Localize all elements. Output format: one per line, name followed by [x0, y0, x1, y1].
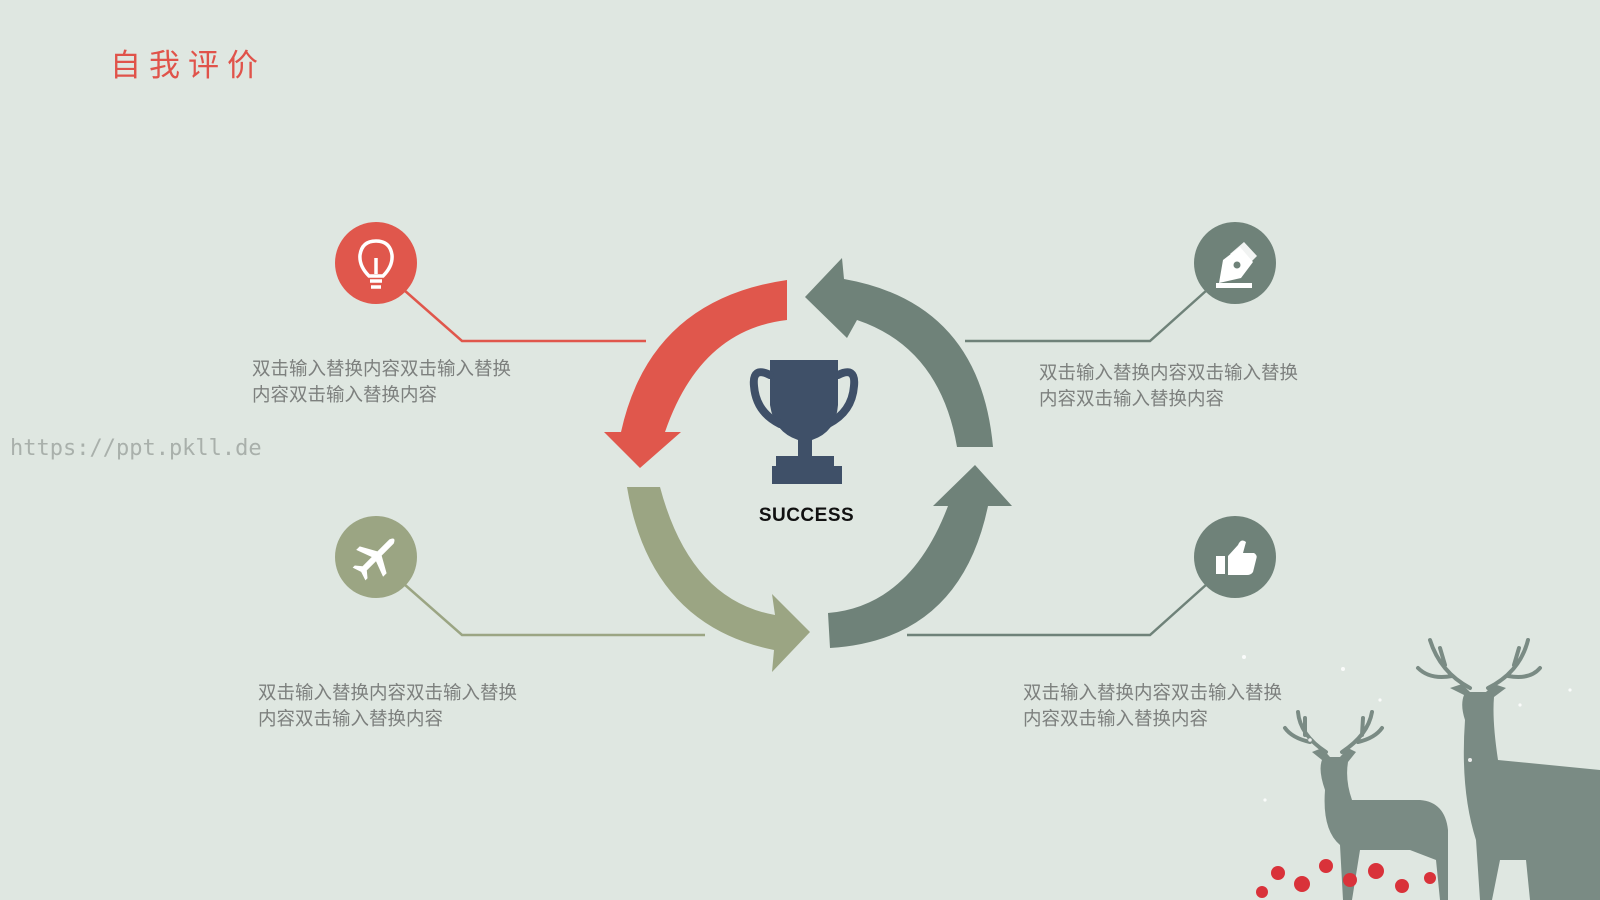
connector-bottom-right — [907, 583, 1208, 637]
snow-decoration — [1242, 655, 1572, 802]
icon-circle-bottom-left — [335, 516, 417, 598]
connector-top-right — [965, 289, 1208, 343]
item-text-bottom-right: 双击输入替换内容双击输入替换内容双击输入替换内容 — [1023, 683, 1283, 730]
item-text-bottom-left: 双击输入替换内容双击输入替换内容双击输入替换内容 — [258, 683, 518, 730]
icon-circle-bottom-right — [1194, 516, 1276, 598]
icon-circle-top-right — [1194, 222, 1276, 304]
arrow-sage-lower — [828, 465, 1012, 648]
lightbulb-icon — [358, 239, 394, 289]
trophy-icon — [749, 360, 859, 484]
arrow-red — [604, 280, 787, 468]
page-title: 自我评价 — [110, 48, 266, 84]
thumbs-up-icon — [1216, 540, 1257, 575]
center-label: SUCCESS — [758, 505, 855, 526]
cycle-arrows — [604, 258, 1012, 672]
pen-nib-icon — [1216, 242, 1257, 288]
item-text-top-right: 双击输入替换内容双击输入替换内容双击输入替换内容 — [1039, 363, 1299, 410]
connector-bottom-left — [403, 583, 705, 637]
berries-decoration — [1256, 859, 1436, 898]
watermark-text: https://ppt.pkll.de — [10, 436, 262, 461]
item-text-top-left: 双击输入替换内容双击输入替换内容双击输入替换内容 — [252, 359, 512, 406]
connector-lines — [403, 289, 1208, 637]
connector-top-left — [403, 289, 646, 343]
deer-illustration — [1283, 638, 1600, 900]
airplane-icon — [352, 538, 395, 581]
icon-circle-top-left — [335, 222, 417, 304]
arrow-sage-upper — [805, 258, 993, 447]
arrow-olive — [627, 487, 810, 672]
